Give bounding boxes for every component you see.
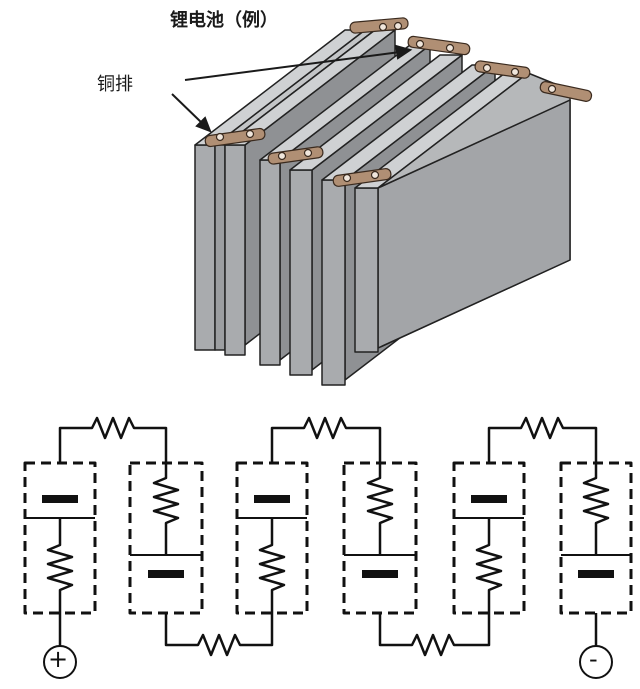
resistor-internal-3: [258, 518, 286, 613]
resistor-internal-6: [582, 463, 610, 555]
battery-pack: [194, 29, 571, 386]
busbar-label: 铜排: [97, 74, 133, 95]
resistor-internal-5: [475, 518, 503, 613]
battery-cell-6: [354, 72, 571, 353]
resistor-internal-1: [46, 518, 74, 613]
internal-resistors: [46, 463, 610, 613]
busbar-4: [349, 17, 409, 34]
busbars: [204, 17, 593, 187]
busbar-pointers: [171, 44, 413, 133]
pointer-arrowhead-2: [195, 116, 212, 133]
negative-terminal-icon: [579, 645, 613, 679]
negative-terminal-sign: -: [589, 645, 598, 673]
cell-symbols: [42, 495, 614, 578]
resistor-bottom-2: [378, 613, 491, 657]
cell-symbol-6: [578, 570, 614, 578]
pointer-arrow-1: [184, 51, 401, 81]
resistor-bottom-1: [164, 613, 274, 657]
busbar-2: [267, 146, 324, 165]
busbar-5: [407, 35, 471, 56]
positive-terminal-sign: +: [48, 645, 69, 673]
cell-symbol-2: [148, 570, 184, 578]
top-link-resistors: [58, 416, 598, 463]
cell-symbol-3: [254, 495, 290, 503]
circuit-diagram: [23, 416, 633, 679]
figure-title: 锂电池（例）: [170, 10, 278, 31]
resistor-top-1: [58, 416, 168, 463]
box-dividers: [25, 517, 631, 556]
cell-symbol-5: [471, 495, 507, 503]
pointer-arrow-2: [171, 93, 204, 125]
cell-symbol-4: [362, 570, 398, 578]
pointer-arrowhead-1: [394, 44, 413, 60]
cell-boxes: [23, 461, 633, 615]
busbar-6: [474, 60, 531, 79]
busbar-3: [332, 168, 392, 187]
resistor-internal-4: [366, 463, 394, 555]
busbar-1: [204, 127, 266, 148]
resistor-internal-2: [152, 463, 180, 555]
resistor-top-2: [270, 416, 382, 463]
busbar-7: [539, 81, 593, 102]
cell-symbol-1: [42, 495, 78, 503]
positive-terminal-icon: [43, 645, 77, 679]
resistor-top-3: [487, 416, 598, 463]
bottom-link-resistors: [164, 613, 491, 657]
